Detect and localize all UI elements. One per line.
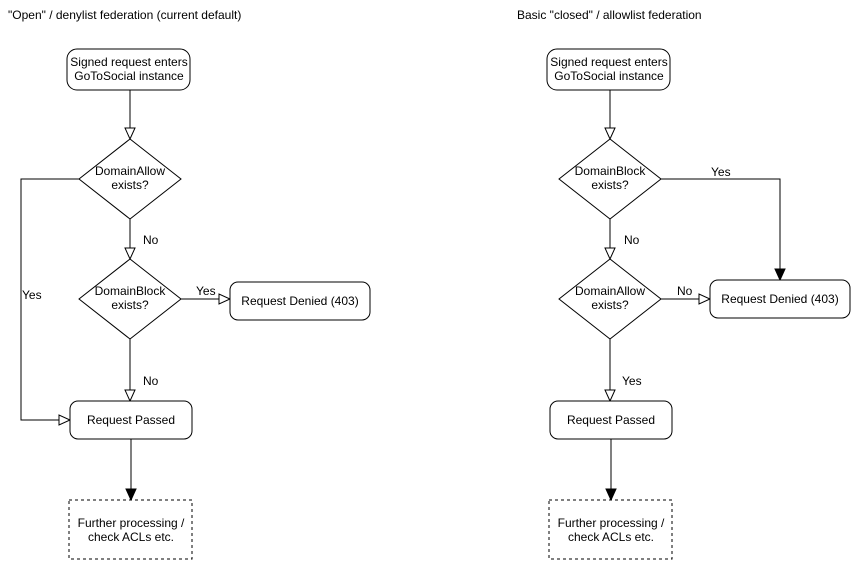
right-edge-decision2-to-denied: No xyxy=(661,284,712,305)
arrowhead-filled xyxy=(605,488,617,502)
right-decision2-label-line2: exists? xyxy=(591,298,629,312)
right-decision2-node: DomainAllow exists? xyxy=(558,258,662,340)
arrowhead-open xyxy=(124,247,136,261)
arrowhead-open xyxy=(124,127,136,141)
right-further-label-line1: Further processing / xyxy=(558,516,665,530)
right-denied-shape xyxy=(709,279,851,319)
right-decision1-node: DomainBlock exists? xyxy=(558,138,662,220)
arrowhead-open xyxy=(58,414,72,426)
arrowhead-filled xyxy=(774,268,786,282)
arrowhead-open xyxy=(698,293,712,305)
right-start-label-line2: GoToSocial instance xyxy=(554,69,664,83)
left-denied-shape xyxy=(229,281,371,321)
right-further-node: Further processing / check ACLs etc. xyxy=(548,499,673,560)
left-edge-decision1-yes-to-passed: Yes xyxy=(20,178,79,426)
left-passed-node: Request Passed xyxy=(69,400,193,440)
right-label-decision2-yes: Yes xyxy=(622,374,642,388)
left-decision1-label-line2: exists? xyxy=(111,178,149,192)
left-further-shape xyxy=(68,499,193,560)
left-denied-node: Request Denied (403) xyxy=(229,281,371,321)
left-decision1-node: DomainAllow exists? xyxy=(78,138,182,220)
right-passed-node: Request Passed xyxy=(549,400,673,440)
left-further-label-line1: Further processing / xyxy=(78,516,185,530)
left-chart-title: "Open" / denylist federation (current de… xyxy=(8,8,241,22)
arrowhead-filled xyxy=(125,488,137,502)
right-edge-start-to-decision1 xyxy=(604,90,616,141)
left-start-shape xyxy=(66,48,191,91)
left-start-label-line2: GoToSocial instance xyxy=(74,69,184,83)
arrowhead-open xyxy=(218,293,232,305)
right-label-decision1-no: No xyxy=(624,233,640,247)
left-label-decision2-yes: Yes xyxy=(196,284,216,298)
arrowhead-open xyxy=(124,389,136,403)
arrowhead-open xyxy=(604,127,616,141)
left-further-node: Further processing / check ACLs etc. xyxy=(68,499,193,560)
left-label-decision1-yes: Yes xyxy=(22,288,42,302)
arrowhead-open xyxy=(604,389,616,403)
right-label-decision1-yes: Yes xyxy=(711,165,731,179)
right-decision1-label-line2: exists? xyxy=(591,178,629,192)
left-passed-label: Request Passed xyxy=(87,413,175,427)
right-further-label-line2: check ACLs etc. xyxy=(568,530,654,544)
left-further-label-line2: check ACLs etc. xyxy=(88,530,174,544)
arrowhead-open xyxy=(604,247,616,261)
left-edge-decision2-to-passed: No xyxy=(124,339,159,403)
left-decision2-label-line1: DomainBlock xyxy=(95,284,167,298)
right-edge-decision2-to-passed: Yes xyxy=(604,339,642,403)
left-start-label-line1: Signed request enters xyxy=(70,55,187,69)
right-decision2-label-line1: DomainAllow xyxy=(575,284,645,298)
right-denied-node: Request Denied (403) xyxy=(709,279,851,319)
right-decision1-label-line1: DomainBlock xyxy=(575,164,647,178)
right-edge-passed-to-further xyxy=(605,439,617,502)
left-decision2-label-line2: exists? xyxy=(111,298,149,312)
left-start-node: Signed request enters GoToSocial instanc… xyxy=(66,48,191,91)
left-label-decision1-no: No xyxy=(143,233,159,247)
right-label-decision2-no: No xyxy=(677,284,693,298)
right-edge-decision1-yes-to-denied: Yes xyxy=(661,165,786,282)
left-decision2-node: DomainBlock exists? xyxy=(78,258,182,340)
left-label-decision2-no: No xyxy=(143,374,159,388)
right-passed-label: Request Passed xyxy=(567,413,655,427)
left-edge-start-to-decision1 xyxy=(124,90,136,141)
left-flowchart: "Open" / denylist federation (current de… xyxy=(8,8,371,560)
left-edge-decision2-to-denied: Yes xyxy=(181,284,232,305)
left-decision1-label-line1: DomainAllow xyxy=(95,164,165,178)
right-further-shape xyxy=(548,499,673,560)
left-denied-label: Request Denied (403) xyxy=(241,294,358,308)
left-edge-passed-to-further xyxy=(125,439,137,502)
right-start-node: Signed request enters GoToSocial instanc… xyxy=(546,48,671,91)
right-edge-decision1-to-decision2: No xyxy=(604,219,640,261)
left-edge-decision1-to-decision2: No xyxy=(124,219,159,261)
right-start-label-line1: Signed request enters xyxy=(550,55,667,69)
right-flowchart: Basic "closed" / allowlist federation Si… xyxy=(517,8,851,560)
right-start-shape xyxy=(546,48,671,91)
right-denied-label: Request Denied (403) xyxy=(721,292,838,306)
right-chart-title: Basic "closed" / allowlist federation xyxy=(517,8,702,22)
